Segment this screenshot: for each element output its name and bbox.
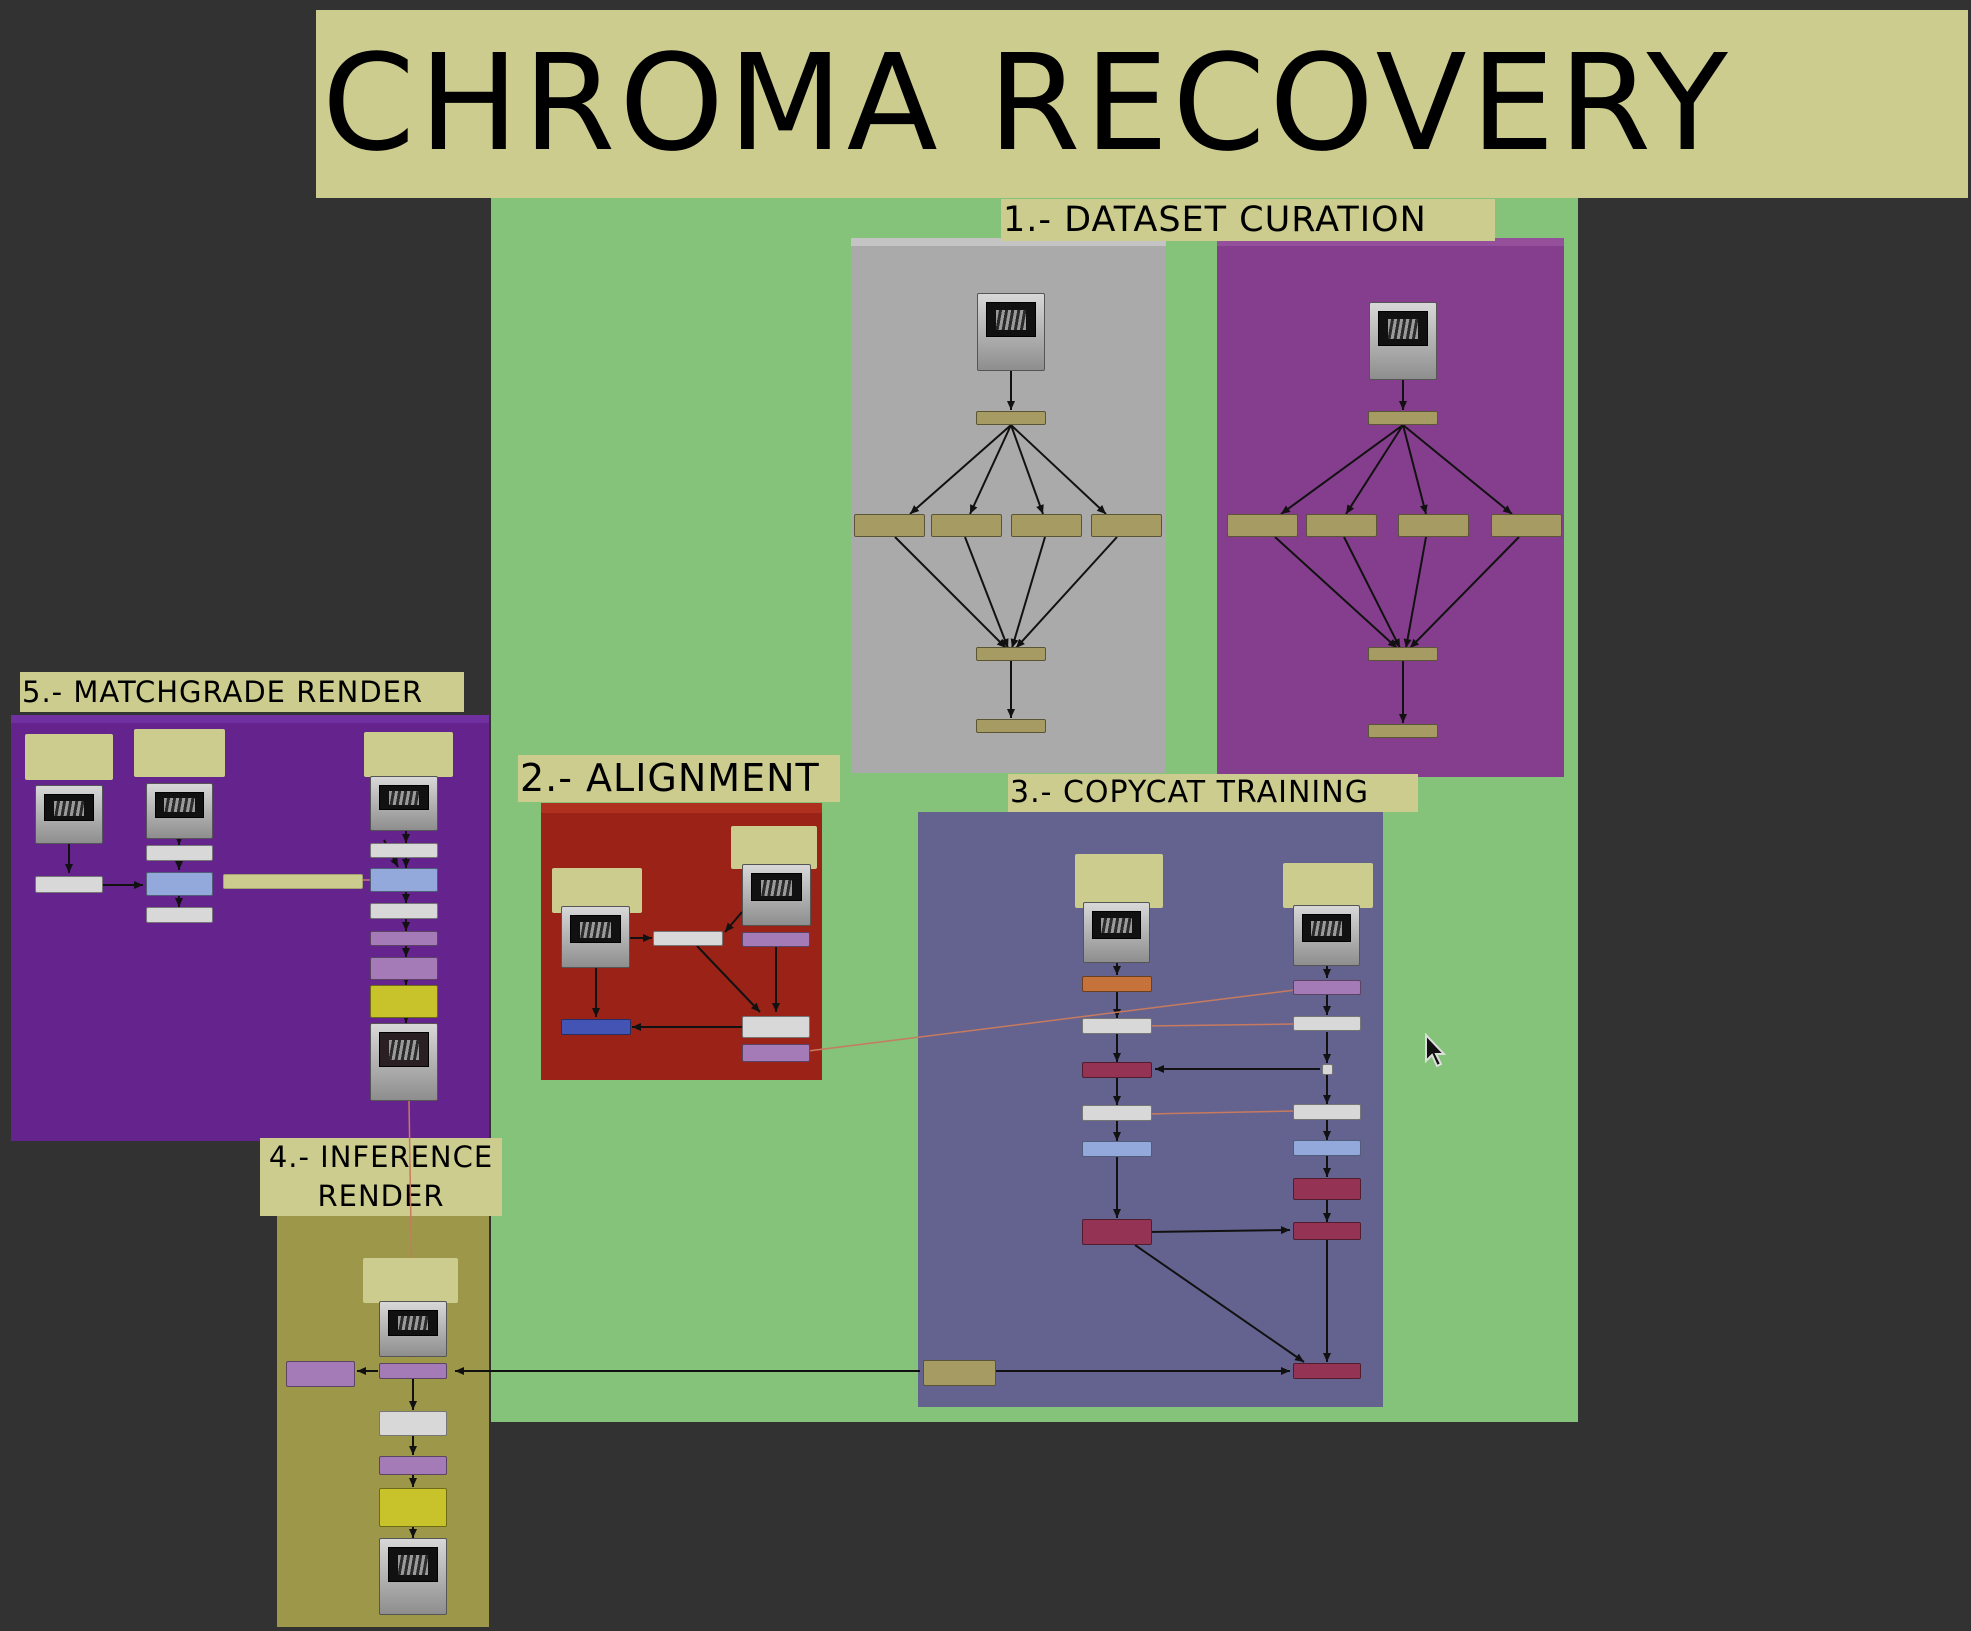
light-node[interactable]: [370, 843, 438, 858]
lavender-node[interactable]: [379, 1456, 447, 1475]
tan-node[interactable]: [1011, 514, 1082, 537]
sticky-note[interactable]: [134, 729, 225, 777]
sticky-note[interactable]: [552, 868, 642, 913]
lavender-node[interactable]: [286, 1361, 355, 1387]
tan-node[interactable]: [1491, 514, 1562, 537]
sticky-note[interactable]: [1283, 863, 1373, 908]
mouse-pointer-icon: [1425, 1033, 1447, 1068]
sticky-note[interactable]: [731, 826, 817, 869]
tan-wide-node[interactable]: [223, 874, 363, 889]
dark-blue-node[interactable]: [561, 1019, 631, 1035]
lavender-node[interactable]: [370, 957, 438, 980]
light-node[interactable]: [1082, 1018, 1152, 1034]
sticky-note[interactable]: [363, 1258, 458, 1303]
sticky-note[interactable]: [364, 732, 453, 777]
tan-node[interactable]: [923, 1360, 996, 1386]
crimson-node[interactable]: [1082, 1219, 1152, 1245]
blue-node[interactable]: [370, 868, 438, 892]
light-node[interactable]: [653, 931, 723, 946]
light-node[interactable]: [1082, 1105, 1152, 1121]
crimson-node[interactable]: [1293, 1363, 1361, 1379]
section-label-copycat-training: 3.- COPYCAT TRAINING: [1008, 774, 1418, 812]
read-node-thumbnail[interactable]: [977, 293, 1045, 371]
lavender-node[interactable]: [1293, 980, 1361, 995]
lavender-node[interactable]: [742, 1044, 810, 1062]
write-node-thumbnail[interactable]: [379, 1538, 447, 1615]
yellow-node[interactable]: [370, 985, 438, 1018]
section-label-inference-render: 4.- INFERENCE RENDER: [260, 1138, 502, 1216]
read-node-thumbnail[interactable]: [1083, 902, 1150, 963]
light-node[interactable]: [370, 903, 438, 919]
section-label-dataset-curation: 1.- DATASET CURATION: [1001, 199, 1495, 241]
tan-node[interactable]: [1368, 647, 1438, 661]
tan-node[interactable]: [931, 514, 1002, 537]
section-label-matchgrade-render: 5.- MATCHGRADE RENDER: [20, 672, 464, 712]
chroma-recovery-title: CHROMA RECOVERY: [316, 10, 1968, 198]
tan-node[interactable]: [1227, 514, 1298, 537]
read-node-thumbnail[interactable]: [742, 864, 811, 926]
tan-node[interactable]: [854, 514, 925, 537]
tan-node[interactable]: [1091, 514, 1162, 537]
sticky-note[interactable]: [1075, 854, 1163, 908]
lavender-node[interactable]: [742, 932, 810, 947]
orange-node[interactable]: [1082, 976, 1152, 992]
light-node[interactable]: [1293, 1104, 1361, 1120]
read-node-thumbnail[interactable]: [379, 1301, 447, 1357]
viewer-node-thumbnail[interactable]: [370, 1023, 438, 1101]
tan-node[interactable]: [1368, 724, 1438, 738]
tan-node[interactable]: [976, 647, 1046, 661]
read-node-thumbnail[interactable]: [35, 785, 103, 844]
lavender-node[interactable]: [370, 931, 438, 946]
tan-node[interactable]: [976, 411, 1046, 425]
read-node-thumbnail[interactable]: [370, 776, 438, 831]
sticky-note[interactable]: [25, 734, 113, 780]
light-node[interactable]: [742, 1016, 810, 1038]
lavender-node[interactable]: [379, 1363, 447, 1379]
tan-node[interactable]: [1398, 514, 1469, 537]
crimson-node[interactable]: [1082, 1062, 1152, 1078]
read-node-thumbnail[interactable]: [1369, 302, 1437, 380]
read-node-thumbnail[interactable]: [561, 906, 630, 968]
yellow-node[interactable]: [379, 1488, 447, 1527]
read-node-thumbnail[interactable]: [146, 783, 213, 839]
light-node[interactable]: [1293, 1016, 1361, 1031]
tan-node[interactable]: [1306, 514, 1377, 537]
read-node-thumbnail[interactable]: [1293, 905, 1360, 966]
light-node[interactable]: [146, 907, 213, 923]
light-node[interactable]: [35, 876, 103, 893]
tan-node[interactable]: [1368, 411, 1438, 425]
blue-node[interactable]: [146, 872, 213, 896]
dot-node[interactable]: [1322, 1064, 1333, 1075]
tan-node[interactable]: [976, 719, 1046, 733]
crimson-node[interactable]: [1293, 1222, 1361, 1240]
section-label-alignment: 2.- ALIGNMENT: [518, 755, 840, 802]
blue-node[interactable]: [1082, 1141, 1152, 1157]
light-node[interactable]: [146, 845, 213, 861]
light-node[interactable]: [379, 1411, 447, 1436]
blue-node[interactable]: [1293, 1140, 1361, 1156]
crimson-node[interactable]: [1293, 1178, 1361, 1200]
